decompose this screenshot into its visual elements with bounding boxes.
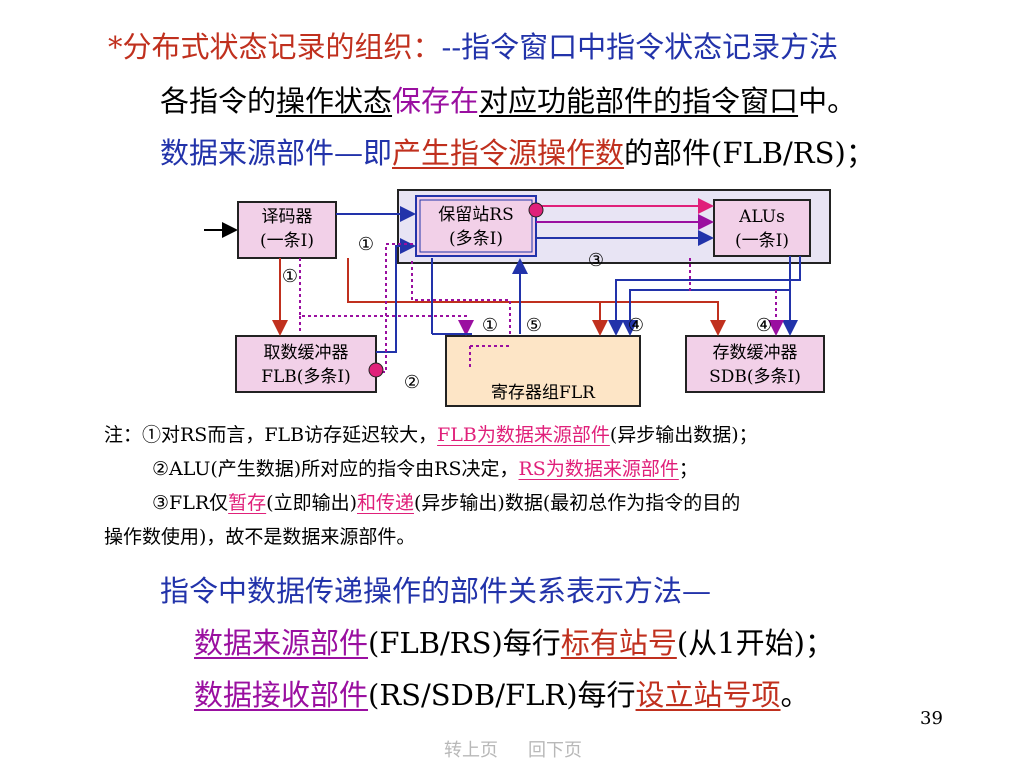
- line2-t1: 数据来源部件—即: [160, 136, 393, 170]
- decoder-label-2: (一条I): [260, 231, 314, 251]
- line1-t4: 对应功能部件的指令窗口: [479, 84, 799, 118]
- note3-t3: (立即输出): [266, 492, 357, 514]
- title-part1: 分布式状态记录的组织：: [122, 30, 442, 64]
- marker-3: ③: [588, 250, 604, 271]
- rs-label-1: 保留站RS: [438, 205, 513, 225]
- prev-page-link[interactable]: 转上页: [444, 740, 498, 761]
- note4-t1: 操作数使用)，故不是数据来源部件。: [104, 526, 416, 548]
- title-part2: --指令窗口中指令状态记录方法: [441, 30, 839, 64]
- flb-box: 取数缓冲器 FLB(多条I): [235, 335, 377, 393]
- bottom-line-2: 数据来源部件(FLB/RS)每行标有站号(从1开始)；: [194, 620, 834, 662]
- marker-1a: ①: [358, 234, 374, 255]
- alus-label-2: (一条I): [735, 231, 789, 251]
- marker-5: ⑤: [526, 315, 542, 336]
- sdb-label-1: 存数缓冲器: [713, 343, 798, 363]
- note2-t3: ；: [678, 458, 698, 480]
- note3-t4: 和传递: [356, 492, 414, 514]
- slide-title: *分布式状态记录的组织：--指令窗口中指令状态记录方法: [108, 24, 838, 66]
- line1-t3: 保存在: [392, 84, 480, 118]
- note3-t1: ③FLR仅: [152, 492, 229, 514]
- alu-to-flr-line-2: [622, 256, 791, 336]
- flb-label-2: FLB(多条I): [261, 367, 351, 387]
- line2-t3: 的部件(FLB/RS)；: [624, 136, 875, 170]
- marker-2: ②: [404, 372, 420, 393]
- note-4: 操作数使用)，故不是数据来源部件。: [104, 522, 415, 549]
- decoder-to-sdb-line: [347, 258, 726, 336]
- flr-rs-dotted: [411, 258, 511, 334]
- bottom-heading: 指令中数据传递操作的部件关系表示方法—: [160, 574, 712, 608]
- page-number: 39: [920, 708, 943, 729]
- line1-t1: 各指令的: [160, 84, 277, 118]
- line-2: 数据来源部件—即产生指令源操作数的部件(FLB/RS)；: [160, 130, 875, 172]
- line2-t2: 产生指令源操作数: [392, 136, 625, 170]
- b3-t2: (RS/SDB/FLR)每行: [368, 678, 636, 712]
- marker-4b: ④: [756, 315, 772, 336]
- title-star: *: [108, 30, 123, 64]
- flb-label-1: 取数缓冲器: [264, 343, 349, 363]
- flb-to-rs-dotted: [376, 243, 414, 373]
- regs-label: 寄存器组FLR: [491, 383, 596, 403]
- flb-source-dot: [368, 362, 384, 378]
- alus-box: ALUs (一条I): [713, 199, 811, 257]
- b2-t2: (FLB/RS)每行: [368, 626, 561, 660]
- line1-t2: 操作状态: [276, 84, 393, 118]
- note3-t5: (异步输出)数据(最初总作为指令的目的: [414, 492, 741, 514]
- b3-t4: 。: [780, 678, 810, 712]
- register-file-box: 寄存器组FLR: [445, 335, 641, 407]
- note2-t2: RS为数据来源部件: [518, 458, 679, 480]
- note3-t2: 暂存: [228, 492, 267, 514]
- b2-t4: (从1开始)；: [676, 626, 834, 660]
- line1-t5: 中。: [798, 84, 857, 118]
- note-1: 注：①对RS而言，FLB访存延迟较大，FLB为数据来源部件(异步输出数据)；: [104, 420, 758, 447]
- note1-t2: FLB为数据来源部件: [437, 424, 610, 446]
- sdb-box: 存数缓冲器 SDB(多条I): [685, 335, 825, 393]
- bottom-line-3: 数据接收部件(RS/SDB/FLR)每行设立站号项。: [194, 672, 810, 714]
- alu-to-flr-line: [608, 256, 801, 336]
- note1-t3: (异步输出数据)；: [609, 424, 758, 446]
- pipeline-diagram: 译码器 (一条I) 保留站RS (多条I) ALUs (一条I) 取数缓冲器 F…: [204, 189, 831, 407]
- next-page-link[interactable]: 回下页: [528, 740, 582, 761]
- sdb-label-2: SDB(多条I): [709, 367, 801, 387]
- b2-t1: 数据来源部件: [194, 626, 369, 660]
- rs-box: 保留站RS (多条I): [415, 195, 537, 257]
- rs-source-dot: [528, 202, 544, 218]
- b3-t3: 设立站号项: [635, 678, 781, 712]
- marker-1b: ①: [282, 266, 298, 287]
- note-3: ③FLR仅暂存(立即输出)和传递(异步输出)数据(最初总作为指令的目的: [152, 488, 740, 515]
- line-1: 各指令的操作状态保存在对应功能部件的指令窗口中。: [160, 78, 856, 120]
- rs-label-2: (多条I): [449, 229, 503, 249]
- b3-t1: 数据接收部件: [194, 678, 369, 712]
- b2-t3: 标有站号: [560, 626, 677, 660]
- slide-nav: 转上页 回下页: [444, 736, 612, 762]
- decoder-dotted-line: [299, 258, 474, 336]
- decoder-label-1: 译码器: [262, 207, 313, 227]
- note2-t1: ②ALU(产生数据)所对应的指令由RS决定，: [152, 458, 519, 480]
- note-2: ②ALU(产生数据)所对应的指令由RS决定，RS为数据来源部件；: [152, 454, 698, 481]
- marker-1c: ①: [482, 315, 498, 336]
- alus-label-1: ALUs: [738, 207, 785, 227]
- decoder-box: 译码器 (一条I): [237, 201, 337, 259]
- marker-4a: ④: [628, 315, 644, 336]
- note1-t1: 注：①对RS而言，FLB访存延迟较大，: [104, 424, 438, 446]
